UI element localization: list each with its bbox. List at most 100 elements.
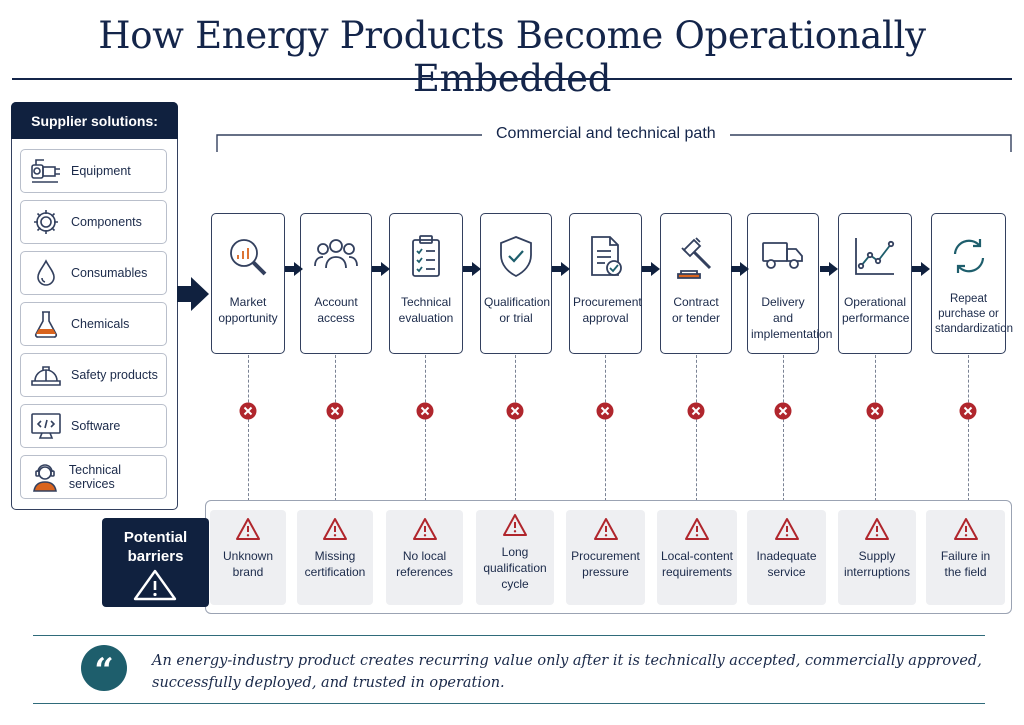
barrier-label: Missing certification <box>304 549 366 579</box>
blocked-x-icon <box>239 402 257 420</box>
barrier-label: Supply interruptions <box>843 549 911 579</box>
barrier-label: Inadequate service <box>756 549 817 579</box>
step-technical-evaluation: Technical evaluation <box>389 213 463 354</box>
step-label: Delivery and implementation <box>751 295 833 341</box>
supplier-item-chemicals: Chemicals <box>20 302 167 346</box>
step-operational-performance: Operational performance <box>838 213 912 354</box>
barrier-card: Procurement pressure <box>566 510 645 605</box>
checklist-icon <box>390 234 462 282</box>
barrier-card: Missing certification <box>297 510 373 605</box>
barrier-connector <box>335 355 336 501</box>
gear-icon <box>21 207 71 237</box>
refresh-icon <box>932 234 1005 282</box>
supplier-item-label: Chemicals <box>71 317 130 331</box>
barrier-connector <box>968 355 969 501</box>
potential-barriers-heading: Potential barriers <box>102 518 209 607</box>
barrier-card: Inadequate service <box>747 510 826 605</box>
step-arrow <box>912 262 930 276</box>
supplier-item-software: Software <box>20 404 167 448</box>
people-icon <box>301 234 371 282</box>
document-check-icon <box>570 234 641 282</box>
step-label: Market opportunity <box>218 295 278 325</box>
quote-line-2: successfully deployed, and trusted in op… <box>152 675 505 691</box>
step-label: Contract or tender <box>671 295 721 325</box>
barrier-connector <box>248 355 249 501</box>
step-account-access: Account access <box>300 213 372 354</box>
blocked-x-icon <box>506 402 524 420</box>
barrier-label: Local-content requirements <box>660 549 734 579</box>
warning-icon <box>133 569 177 601</box>
droplet-icon <box>21 258 71 288</box>
step-market-opportunity: Market opportunity <box>211 213 285 354</box>
quote-mark-icon: “ <box>81 645 127 691</box>
step-repeat-purchase: Repeat purchase or standardization <box>931 213 1013 354</box>
barrier-connector <box>696 355 697 501</box>
supplier-item-label: Equipment <box>71 164 131 178</box>
supplier-item-label: Components <box>71 215 142 229</box>
step-arrow <box>820 262 838 276</box>
supplier-solutions-heading: Supplier solutions: <box>11 102 178 139</box>
barrier-connector <box>605 355 606 501</box>
hard-hat-icon <box>21 361 71 389</box>
barrier-card: Local-content requirements <box>657 510 737 605</box>
barrier-connector <box>875 355 876 501</box>
warning-icon <box>926 517 1005 541</box>
step-qualification-or-trial: Qualification or trial <box>480 213 552 354</box>
barrier-label: Procurement pressure <box>571 549 640 579</box>
supplier-item-label: Software <box>71 419 121 433</box>
blocked-x-icon <box>866 402 884 420</box>
step-label: Operational performance <box>842 295 910 325</box>
blocked-x-icon <box>774 402 792 420</box>
path-label: Commercial and technical path <box>482 125 730 143</box>
barrier-card: Long qualification cycle <box>476 510 554 605</box>
step-procurement-approval: Procurement approval <box>569 213 642 354</box>
barrier-connector <box>425 355 426 501</box>
supplier-item-equipment: Equipment <box>20 149 167 193</box>
shield-check-icon <box>481 234 551 282</box>
blocked-x-icon <box>326 402 344 420</box>
barrier-connector <box>783 355 784 501</box>
flask-icon <box>21 309 71 339</box>
step-label: Procurement approval <box>573 295 642 325</box>
step-arrow <box>642 262 660 276</box>
barrier-card: Supply interruptions <box>838 510 916 605</box>
step-delivery-and-implementation: Delivery and implementation <box>747 213 833 354</box>
warning-icon <box>657 517 737 541</box>
step-label: Technical evaluation <box>398 295 454 325</box>
step-contract-or-tender: Contract or tender <box>660 213 732 354</box>
barrier-label: No local references <box>396 549 453 579</box>
summary-quote: An energy-industry product creates recur… <box>152 650 982 694</box>
line-chart-icon <box>839 234 911 282</box>
step-label: Repeat purchase or standardization <box>935 293 1013 335</box>
warning-icon <box>566 517 645 541</box>
supplier-item-safety-products: Safety products <box>20 353 167 397</box>
page-title: How Energy Products Become Operationally… <box>98 14 926 100</box>
barrier-card: Failure in the field <box>926 510 1005 605</box>
quote-line-1: An energy-industry product creates recur… <box>152 653 982 669</box>
step-arrow <box>463 262 481 276</box>
gavel-icon <box>661 234 731 282</box>
warning-icon <box>297 517 373 541</box>
supplier-list: Equipment Components Consumables Chemica… <box>20 149 167 506</box>
pump-icon <box>21 156 71 186</box>
step-label: Account access <box>314 295 358 325</box>
supplier-solutions-panel: Supplier solutions: Equipment Components… <box>11 102 178 510</box>
quote-bottom-rule <box>33 703 985 704</box>
warning-icon <box>210 517 286 541</box>
step-arrow <box>552 262 570 276</box>
blocked-x-icon <box>687 402 705 420</box>
blocked-x-icon <box>596 402 614 420</box>
supplier-item-label: Technical services <box>68 463 121 491</box>
step-label: Qualification or trial <box>484 295 551 325</box>
barrier-label: Long qualification cycle <box>483 545 547 591</box>
barrier-connector <box>515 355 516 501</box>
barrier-card: Unknown brand <box>210 510 286 605</box>
quote-top-rule <box>33 635 985 636</box>
blocked-x-icon <box>959 402 977 420</box>
barriers-heading-label: Potential barriers <box>123 529 188 565</box>
truck-icon <box>748 234 818 282</box>
barrier-card: No local references <box>386 510 463 605</box>
step-arrow <box>731 262 749 276</box>
warning-icon <box>838 517 916 541</box>
supplier-to-path-arrow <box>177 277 209 311</box>
